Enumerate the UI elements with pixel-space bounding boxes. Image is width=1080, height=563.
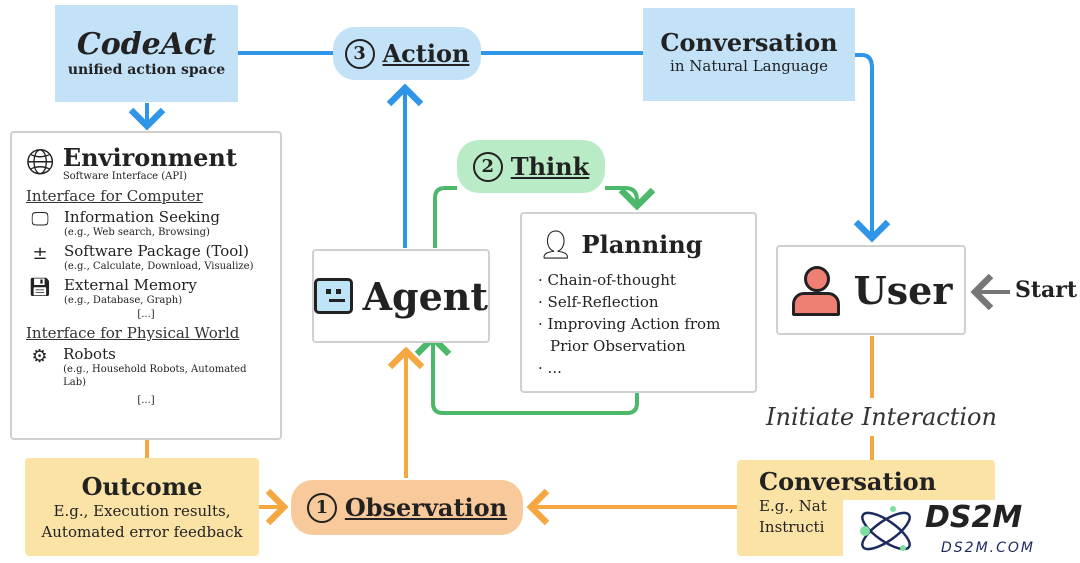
user-icon [790, 266, 840, 316]
environment-box: 🌐︎ Environment Software Interface (API) … [10, 131, 282, 440]
think-label: Think [510, 152, 590, 181]
ellipsis: [...] [137, 395, 155, 406]
planning-agent-arrow [414, 333, 639, 415]
section-physical: Interface for Physical World [26, 324, 240, 342]
planning-title: Planning [581, 230, 703, 259]
initiate-interaction-label: Initiate Interaction [766, 403, 997, 431]
conversation-title: Conversation [759, 467, 937, 496]
outcome-title: Outcome [81, 472, 203, 501]
item-title: Software Package (Tool) [64, 242, 249, 260]
conversation-title: Conversation [660, 28, 838, 57]
outcome-line: E.g., Execution results, [53, 502, 231, 520]
environment-title: Environment [62, 142, 237, 172]
observation-label: Observation [344, 493, 508, 522]
planning-box: 👤︎ Planning · Chain-of-thought · Self-Re… [520, 212, 757, 393]
conversation-top-box: Conversation in Natural Language [643, 8, 855, 101]
planning-item: · ... [538, 359, 562, 377]
calculator-icon: ± [32, 243, 48, 264]
user-label: User [853, 267, 953, 313]
outcome-box: Outcome E.g., Execution results, Automat… [25, 458, 259, 556]
ellipsis: [...] [137, 309, 155, 320]
watermark-url: DS2M.COM [941, 540, 1035, 556]
floppy-disk-icon: 💾︎ [28, 277, 52, 298]
codeact-box: CodeAct unified action space [55, 5, 238, 102]
planning-item: · Improving Action from Prior Observatio… [538, 315, 721, 355]
planning-item: · Self-Reflection [538, 293, 659, 311]
conversation-line: E.g., Nat [759, 497, 827, 515]
robot-icon [314, 278, 353, 314]
watermark-brand: DS2M [925, 500, 1023, 535]
start-label: Start [1015, 277, 1078, 303]
watermark: DS2M DS2M.COM [843, 500, 1080, 563]
think-planning-arrow [605, 186, 656, 211]
atom-logo-icon [860, 506, 911, 551]
agent-think-line [433, 186, 457, 248]
robot-arm-icon: ⚙ [31, 346, 48, 367]
action-label: Action [382, 39, 470, 68]
user-box: User [776, 245, 966, 335]
item-title: Information Seeking [64, 208, 220, 226]
think-pill: 2 Think [457, 140, 605, 193]
item-title: Robots [63, 345, 116, 363]
env-item-info-seeking: 🖵 Information Seeking(e.g., Web search, B… [26, 209, 266, 239]
step-number: 2 [472, 151, 503, 182]
codeact-title: CodeAct [76, 27, 217, 62]
codeact-subtitle: unified action space [67, 62, 226, 78]
conversation-subtitle: in Natural Language [670, 57, 828, 75]
planning-item: · Chain-of-thought [538, 271, 676, 289]
conversation-line: Instructi [759, 518, 825, 536]
env-item-robots: ⚙ Robots(e.g., Household Robots, Automate… [26, 346, 266, 389]
observation-pill: 1 Observation [291, 480, 523, 535]
agent-label: Agent [362, 273, 488, 319]
step-number: 3 [344, 38, 375, 69]
section-computer: Interface for Computer [26, 187, 203, 205]
item-sub: (e.g., Calculate, Download, Visualize) [64, 261, 254, 272]
environment-subtitle: Software Interface (API) [62, 170, 187, 182]
step-number: 1 [306, 492, 337, 523]
item-sub: (e.g., Database, Graph) [64, 295, 183, 306]
env-item-memory: 💾︎ External Memory(e.g., Database, Graph) [26, 277, 266, 307]
item-sub: (e.g., Web search, Browsing) [64, 227, 210, 238]
agent-box: Agent [312, 249, 490, 343]
action-pill: 3 Action [333, 27, 481, 80]
globe-icon: 🌐︎ [26, 142, 55, 183]
outcome-line: Automated error feedback [41, 523, 243, 541]
item-title: External Memory [64, 276, 197, 294]
item-sub: (e.g., Household Robots, Automated Lab) [63, 364, 247, 388]
env-item-software: ± Software Package (Tool)(e.g., Calculate… [26, 243, 266, 273]
head-lightbulb-icon: 👤︎ [538, 228, 574, 261]
conversation-user-arrow [853, 53, 891, 243]
browser-globe-icon: 🖵 [31, 209, 49, 230]
